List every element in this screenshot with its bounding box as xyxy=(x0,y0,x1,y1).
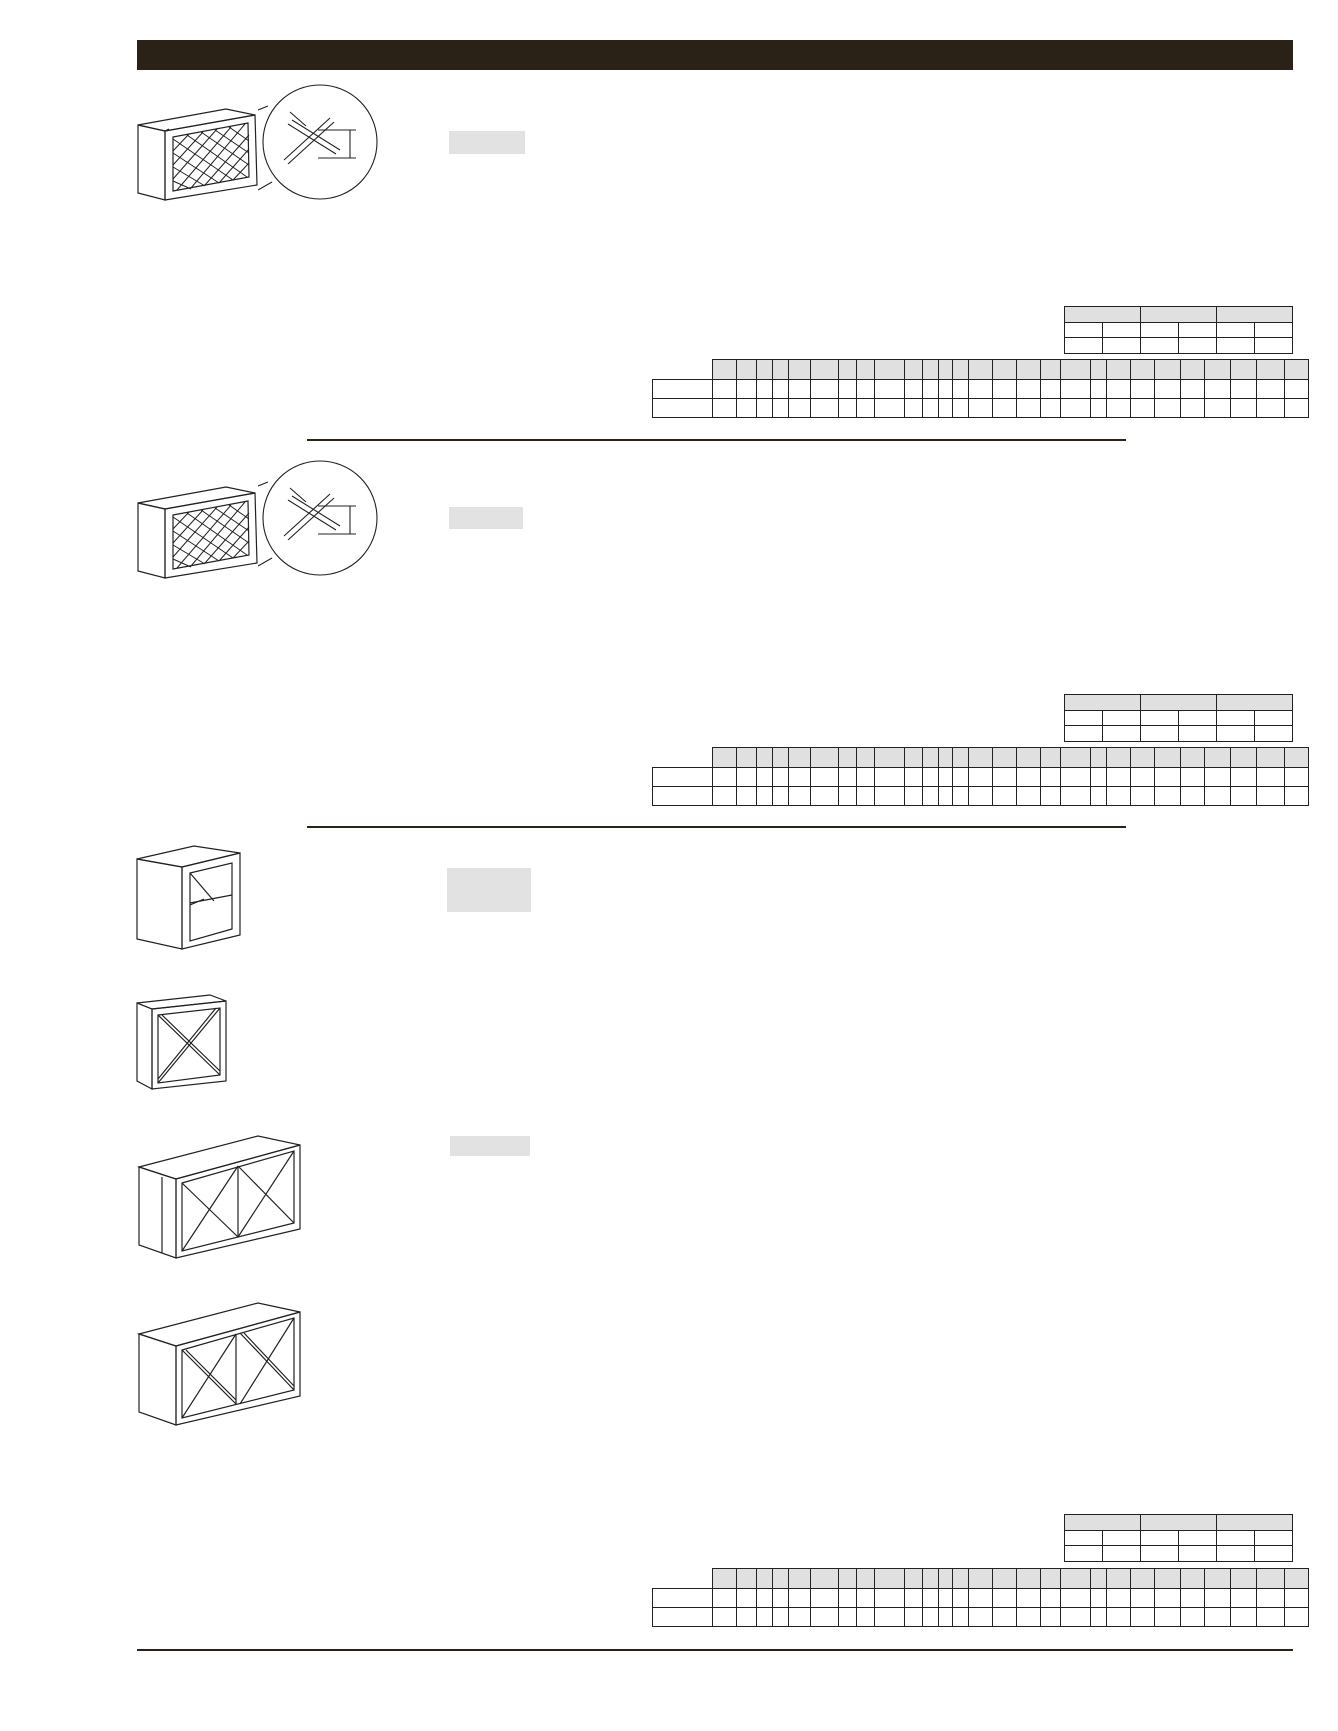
rack-detail-callout-icon xyxy=(258,84,378,200)
price-header-table xyxy=(1064,1514,1293,1562)
price-header-table xyxy=(1064,306,1293,354)
model-label-tag xyxy=(449,507,523,529)
model-label-tag xyxy=(450,1136,530,1156)
footer-rule xyxy=(137,1649,1293,1651)
lattice-cabinet-icon xyxy=(137,486,258,579)
price-header-table xyxy=(1064,694,1293,742)
double-x-rack-open-icon xyxy=(136,1135,301,1259)
header-bar xyxy=(137,40,1293,70)
section-divider xyxy=(307,439,1126,441)
price-grid-table xyxy=(652,1568,1309,1627)
price-grid-table xyxy=(652,747,1309,806)
lattice-cabinet-icon xyxy=(137,108,258,201)
rack-detail-callout-icon xyxy=(258,460,378,576)
single-x-rack-tall-icon xyxy=(136,845,241,950)
section-divider xyxy=(307,826,1126,828)
model-label-tag xyxy=(449,131,525,154)
double-x-rack-full-icon xyxy=(136,1302,301,1426)
model-label-tag xyxy=(447,868,531,912)
single-x-rack-square-icon xyxy=(136,994,227,1090)
price-grid-table xyxy=(652,359,1309,418)
